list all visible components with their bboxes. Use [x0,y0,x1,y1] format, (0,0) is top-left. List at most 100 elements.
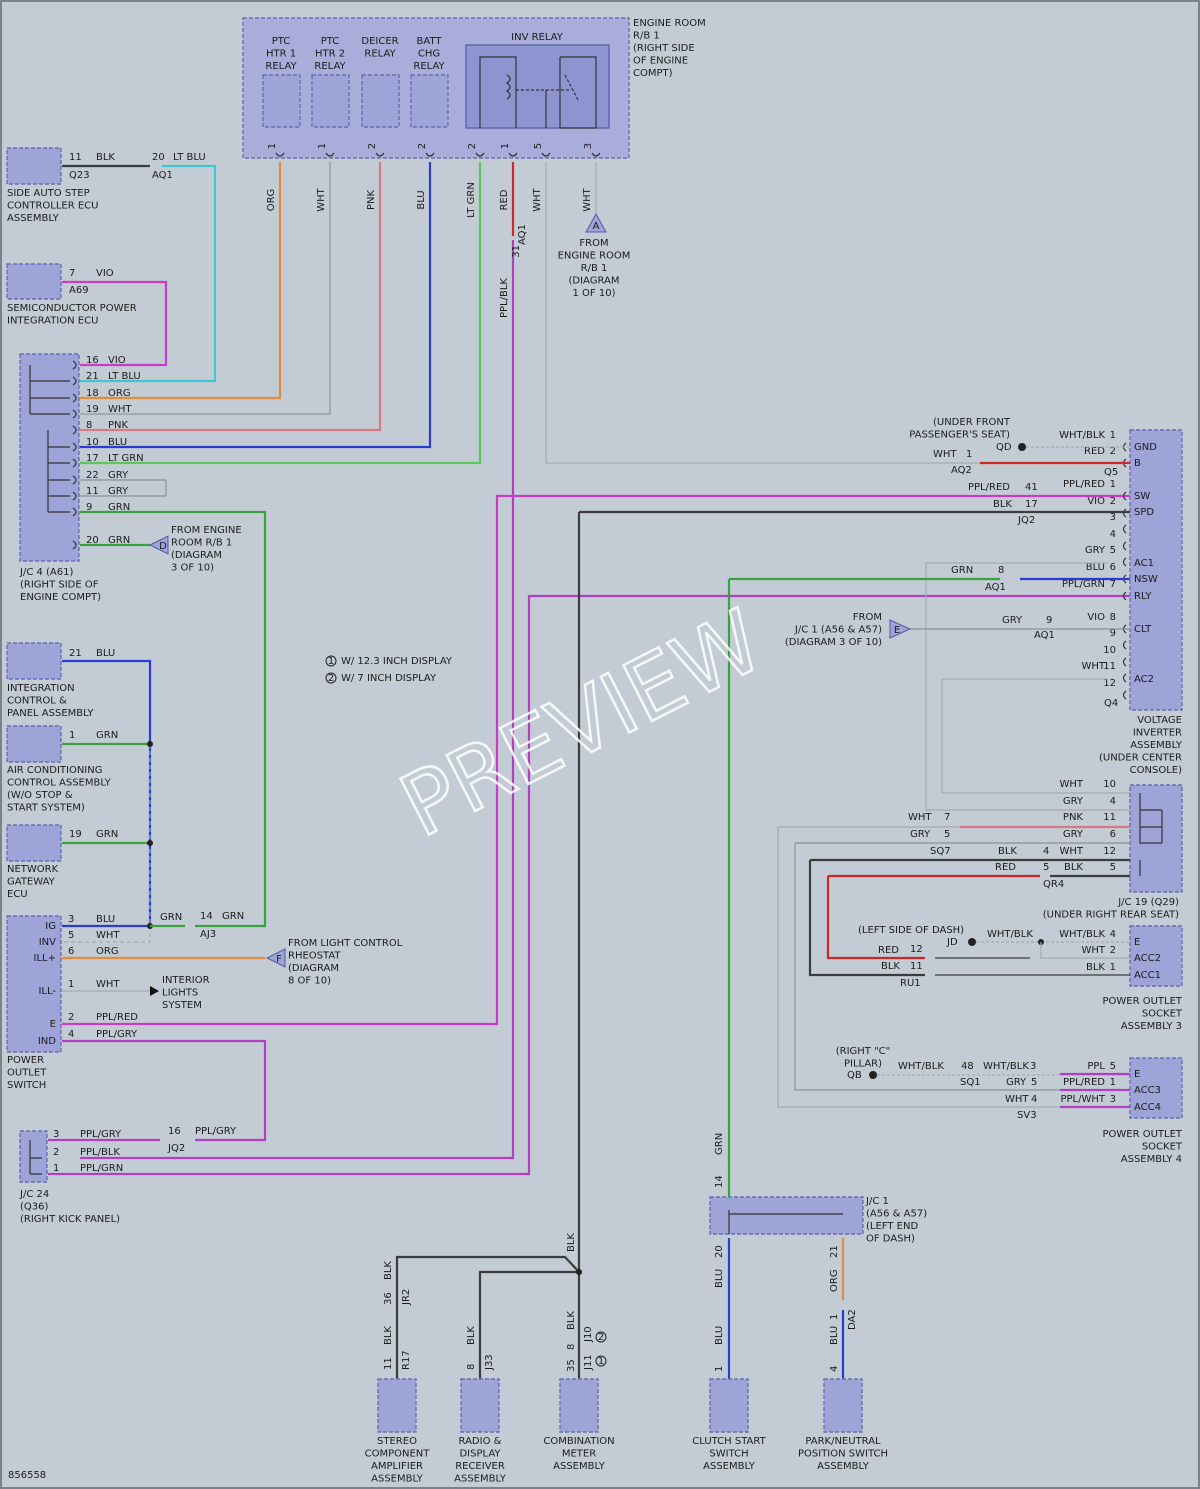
pos3-terminal: ACC2 [1134,953,1161,964]
flag-a-icon [585,212,607,233]
pos-color: WHT [96,930,120,941]
relay-label: DEICER [361,36,398,47]
clutch-box [709,1378,749,1433]
pin-connector [72,393,77,403]
top-pin: 1 [267,143,278,149]
label-line: ENGINE COMPT) [20,592,101,603]
label-line: SIDE AUTO STEP [7,188,90,199]
pos4-whtblk: WHT/BLK [898,1061,944,1072]
combo-j10-pin: 8 [566,1344,577,1350]
legend-2: W/ 7 INCH DISPLAY [341,673,437,684]
jc4-pin: 11 [86,486,99,497]
pos3-left-dash: (LEFT SIDE OF DASH) [858,925,964,936]
park-da2: DA2 [847,1309,858,1330]
label-line: POWER OUTLET [1102,1129,1182,1140]
park-box [823,1378,863,1433]
pos3-color: WHT/BLK [1059,929,1105,940]
pos4-wht-pin: 4 [1031,1094,1037,1105]
combo-mark1: 1 [598,1356,604,1367]
inverter-pin: 12 [1103,678,1116,689]
jc19-pin: 5 [1110,862,1116,873]
inverter-blk-pin: 17 [1025,499,1038,510]
label-line: ASSEMBLY [7,213,60,224]
inverter-grn: GRN [951,565,973,576]
pos4-gry: GRY [1006,1077,1027,1088]
ppl-blk-label: PPL/BLK [499,278,510,318]
relay-label: HTR 2 [315,49,345,60]
jc24-jq2-pin: 16 [168,1126,181,1137]
label-line: ASSEMBLY [553,1461,606,1472]
radio-j33: J33 [484,1354,495,1371]
inverter-pin: 10 [1103,645,1116,656]
label-line: POSITION SWITCH [798,1449,888,1460]
pos-terminal: IG [45,921,56,932]
label-line: RECEIVER [455,1461,505,1472]
inverter-terminal: RLY [1134,591,1152,602]
label-line: (DIAGRAM [171,550,222,561]
jc1-org: ORG [829,1269,840,1292]
inverter-gry9: GRY [1002,615,1023,626]
pos-pin: 5 [68,930,74,941]
combo-j10: J10 [583,1326,594,1343]
label-line: (UNDER FRONT [933,417,1011,428]
flag-e-letter: E [894,625,900,636]
jc4-color: GRY [108,486,129,497]
top-wire-color: RED [499,189,510,210]
inverter-grn-pin: 8 [998,565,1004,576]
relay-label: PTC [321,36,340,47]
label-line: ASSEMBLY [1130,740,1183,751]
label-line: STEREO [377,1436,417,1447]
pos4-whtblk2-pin: 3 [1030,1061,1036,1072]
pin-connector [72,491,77,501]
legend-1: W/ 12.3 INCH DISPLAY [341,656,453,667]
pos4-wht: WHT [1005,1094,1029,1105]
aircon-box [6,725,62,763]
pos-terminal: ILL- [38,986,56,997]
preview-watermark: PREVIEW [386,591,778,857]
wire-blk-stereo [395,1255,580,1379]
side-step-conn1: Q23 [69,170,90,181]
label-line: (Q36) [20,1202,48,1213]
top-wire-color: ORG [266,189,277,212]
jc19-pin: 11 [1103,812,1116,823]
pin-connector [72,458,77,468]
label-line: R/B 1 [633,31,660,42]
wire-wht-gnd [545,162,1130,464]
combo-blk: BLK [566,1311,577,1330]
jc24-label: J/C 24(Q36)(RIGHT KICK PANEL) [19,1189,120,1225]
pos-color: ORG [96,946,119,957]
label-line: J/C 1 [865,1196,889,1207]
jc24-pin: 1 [53,1163,59,1174]
jc4-pin: 8 [86,420,92,431]
inverter-terminal: NSW [1134,574,1158,585]
pos4-terminal: ACC3 [1134,1085,1161,1096]
combo-mark2: 2 [598,1332,604,1343]
inverter-terminal: SW [1134,491,1150,502]
pos4-pin: 3 [1110,1094,1116,1105]
stereo-box [377,1378,417,1433]
jc19-color: GRY [1063,796,1084,807]
jc19-pin: 4 [1110,796,1116,807]
jc4-pin: 19 [86,404,99,415]
wire-vio-16 [62,280,168,367]
wire-ltblu-21 [80,164,217,383]
label-line: (DIAGRAM 3 OF 10) [785,637,882,648]
pin-connector [425,152,435,157]
pos-terminal: INV [39,937,56,948]
stereo-jr2-pin: 36 [383,1292,394,1305]
jc1-org-pin: 21 [829,1245,840,1258]
jc19-color: BLK [1064,862,1083,873]
label-line: SYSTEM [162,1000,202,1011]
pos4-pin: 5 [1110,1061,1116,1072]
label-line: RHEOSTAT [288,951,341,962]
label-line: (RIGHT SIDE OF [20,580,99,591]
label-line: J/C 24 [19,1189,49,1200]
label-line: CONTROL & [7,696,67,707]
label-line: SOCKET [1142,1142,1183,1153]
